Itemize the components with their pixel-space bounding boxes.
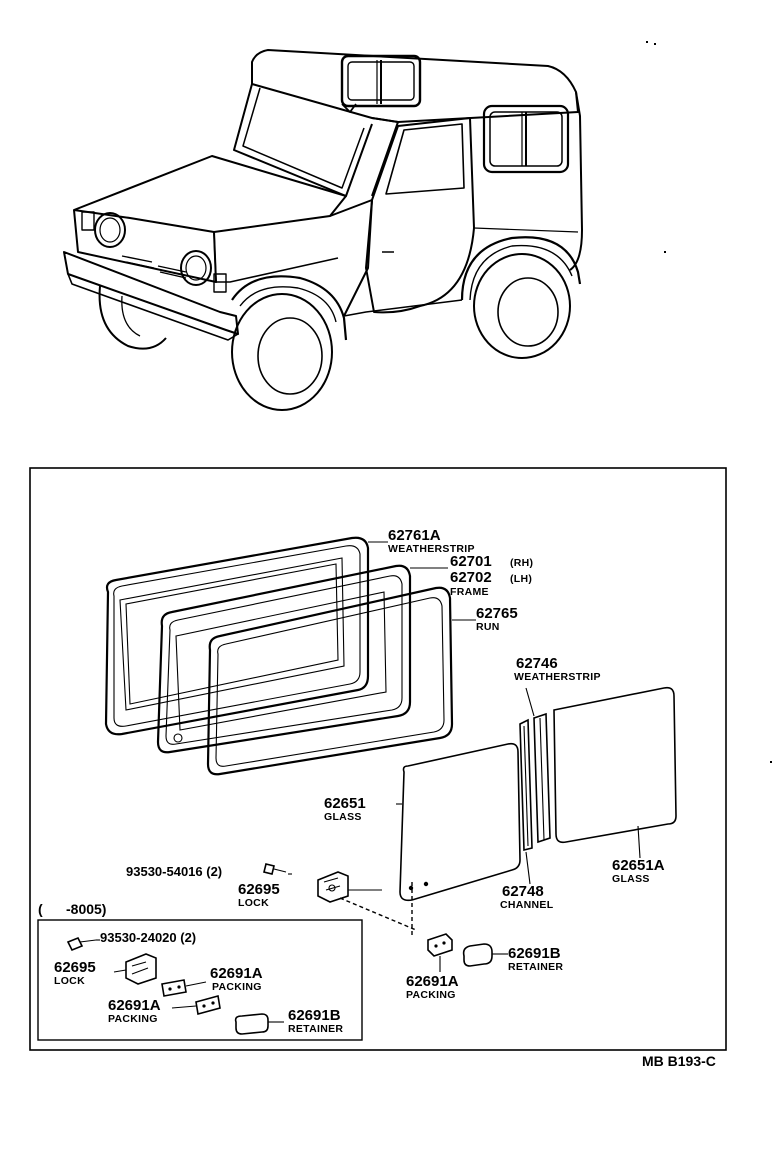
diagram-code: MB B193-C — [642, 1053, 716, 1069]
label-62765-name: RUN — [476, 621, 500, 633]
label-93530-54016: 93530-54016 (2) — [126, 864, 222, 879]
inset-label-62691b-name: RETAINER — [288, 1023, 343, 1035]
inset-label-62691a-2-number: 62691A — [108, 997, 161, 1014]
label-62691a-number: 62691A — [406, 973, 459, 990]
label-62695-name: LOCK — [238, 897, 269, 909]
weatherstrip-62761a-drawing — [104, 536, 370, 736]
inset-retainer-drawing — [234, 1013, 269, 1035]
inset-label-62691a-1-number: 62691A — [210, 965, 263, 982]
label-62651a-name: GLASS — [612, 873, 650, 885]
inset-range-label: ( -8005) — [38, 901, 106, 917]
parts-frame — [29, 467, 727, 1051]
label-62691b-name: RETAINER — [508, 961, 563, 973]
label-62702-number: 62702 — [450, 569, 492, 586]
part-labels: 62761A WEATHERSTRIP 62701 (RH) 62702 (LH… — [126, 527, 665, 1001]
glass-62651a-drawing — [553, 686, 677, 844]
inset-packing-2-drawing — [195, 994, 221, 1016]
label-62651-number: 62651 — [324, 795, 366, 812]
alignment-dashed-line — [339, 882, 417, 936]
inset-label-62691b-number: 62691B — [288, 1007, 341, 1024]
retainer-62691b-drawing — [462, 943, 493, 967]
label-62695-number: 62695 — [238, 881, 280, 898]
label-62761a-number: 62761A — [388, 527, 441, 544]
glass-62651-hole — [423, 881, 429, 887]
inset-screw-drawing — [66, 936, 97, 952]
frame-62701-drawing — [156, 564, 412, 754]
label-62691a-name: PACKING — [406, 989, 456, 1001]
inset-label-93530-24020: 93530-24020 (2) — [100, 930, 196, 945]
label-62746-name: WEATHERSTRIP — [514, 671, 601, 683]
leader-lines — [288, 541, 641, 972]
label-62701-side: (RH) — [510, 557, 533, 569]
lock-62695-drawing — [317, 871, 349, 903]
label-62748-name: CHANNEL — [500, 899, 554, 911]
label-62651-name: GLASS — [324, 811, 362, 823]
label-62748-number: 62748 — [502, 883, 544, 900]
label-62765-number: 62765 — [476, 605, 518, 622]
label-frame-name: FRAME — [450, 586, 489, 598]
label-62761a-name: WEATHERSTRIP — [388, 543, 475, 555]
inset-label-62695-name: LOCK — [54, 975, 85, 987]
label-62701-number: 62701 — [450, 553, 492, 570]
inset-label-62691a-1-name: PACKING — [212, 981, 262, 993]
label-62746-number: 62746 — [516, 655, 558, 672]
label-62691b-number: 62691B — [508, 945, 561, 962]
packing-62691a-drawing — [427, 933, 453, 957]
screw-93530-54016-drawing — [263, 863, 287, 875]
weatherstrip-62746-drawing — [533, 712, 551, 844]
inset-packing-1-drawing — [161, 979, 187, 997]
run-62765-drawing — [206, 586, 454, 776]
inset-label-62695-number: 62695 — [54, 959, 96, 976]
label-62702-side: (LH) — [510, 573, 532, 585]
inset-lock-drawing — [125, 953, 157, 985]
vehicle-illustration — [63, 41, 772, 763]
inset-labels: ( -8005) 93530-24020 (2) 62695 LOCK 6269… — [38, 901, 343, 1035]
inset-leader-lines — [96, 939, 284, 1023]
inset-frame — [37, 919, 363, 1041]
glass-62651-drawing — [399, 742, 521, 902]
channel-62748-drawing — [519, 718, 533, 852]
label-62651a-number: 62651A — [612, 857, 665, 874]
inset-label-62691a-2-name: PACKING — [108, 1013, 158, 1025]
